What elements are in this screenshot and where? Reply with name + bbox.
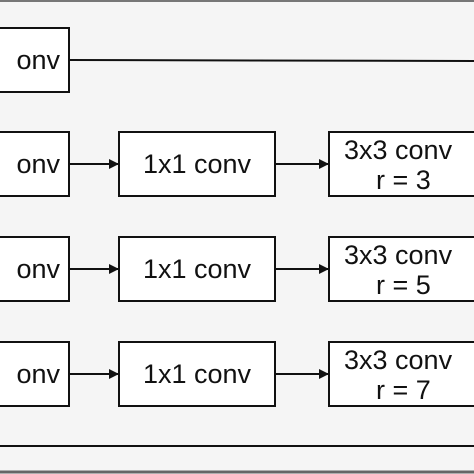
- row4-3x3-conv-label: 3x3 conv: [344, 345, 453, 375]
- row4-1x1-conv-box: 1x1 conv: [118, 341, 276, 407]
- row1-connector-line: [69, 59, 474, 62]
- row3-3x3-conv-label: 3x3 conv: [344, 240, 453, 270]
- row2-left-conv-label: onv: [16, 149, 60, 179]
- row3-1x1-conv-box: 1x1 conv: [118, 236, 276, 302]
- row2-1x1-conv-label: 1x1 conv: [142, 149, 252, 179]
- row4-3x3-conv-box: 3x3 conv r = 7: [328, 341, 474, 407]
- row3-3x3-conv-box: 3x3 conv r = 5: [328, 236, 474, 302]
- row4-left-conv-label: onv: [16, 359, 60, 389]
- row1-left-conv-label: onv: [16, 45, 60, 75]
- row1-left-conv-box: onv: [0, 27, 70, 93]
- row2-1x1-conv-box: 1x1 conv: [118, 131, 276, 197]
- row2-rate-label: r = 3: [376, 165, 431, 195]
- row3-1x1-conv-label: 1x1 conv: [142, 254, 252, 284]
- row2-3x3-conv-box: 3x3 conv r = 3: [328, 131, 474, 197]
- row4-1x1-conv-label: 1x1 conv: [142, 359, 252, 389]
- row3-rate-label: r = 5: [376, 270, 431, 300]
- row2-3x3-conv-label: 3x3 conv: [344, 135, 453, 165]
- row3-left-conv-label: onv: [16, 254, 60, 284]
- row4-left-conv-box: onv: [0, 341, 70, 407]
- row2-left-conv-box: onv: [0, 131, 70, 197]
- row4-rate-label: r = 7: [376, 375, 431, 405]
- row3-left-conv-box: onv: [0, 236, 70, 302]
